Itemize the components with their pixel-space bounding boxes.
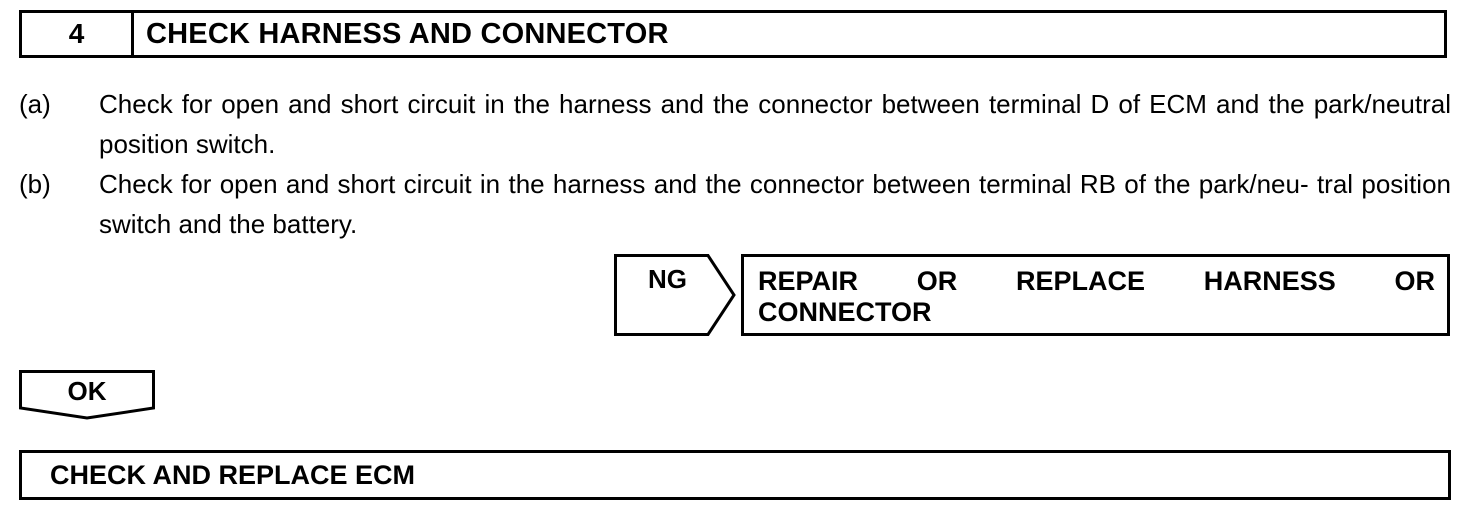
instruction-b: (b) Check for open and short circuit in … [19, 164, 1451, 244]
ng-arrow: NG [614, 254, 736, 336]
step-title: CHECK HARNESS AND CONNECTOR [146, 17, 669, 50]
ng-result-line2: CONNECTOR [758, 297, 932, 327]
ng-result-word: HARNESS [1203, 266, 1336, 296]
ok-arrow-shape [19, 370, 155, 420]
instruction-label: (b) [19, 169, 51, 199]
instruction-a: (a) Check for open and short circuit in … [19, 84, 1451, 164]
final-action-text: CHECK AND REPLACE ECM [50, 459, 416, 490]
instruction-label: (a) [19, 89, 51, 119]
step-header: 4 CHECK HARNESS AND CONNECTOR [19, 10, 1447, 58]
final-action-box: CHECK AND REPLACE ECM [19, 450, 1451, 500]
instruction-text: Check for open and short circuit in the … [99, 169, 1451, 239]
instruction-text: Check for open and short circuit in the … [99, 89, 1451, 159]
ng-result-word: OR [916, 266, 958, 296]
ng-result-line1: REPAIR OR REPLACE HARNESS OR [758, 266, 1435, 297]
ng-arrow-shape [614, 254, 736, 336]
ok-label: OK [67, 376, 107, 406]
ng-result-word: REPAIR [758, 266, 859, 296]
ok-arrow: OK [19, 370, 155, 420]
step-number: 4 [22, 13, 134, 55]
ng-result-word: REPLACE [1015, 266, 1145, 296]
ng-result-box: REPAIR OR REPLACE HARNESS OR CONNECTOR [741, 254, 1450, 336]
ng-label: NG [648, 264, 687, 294]
ng-result-word: OR [1394, 266, 1436, 296]
